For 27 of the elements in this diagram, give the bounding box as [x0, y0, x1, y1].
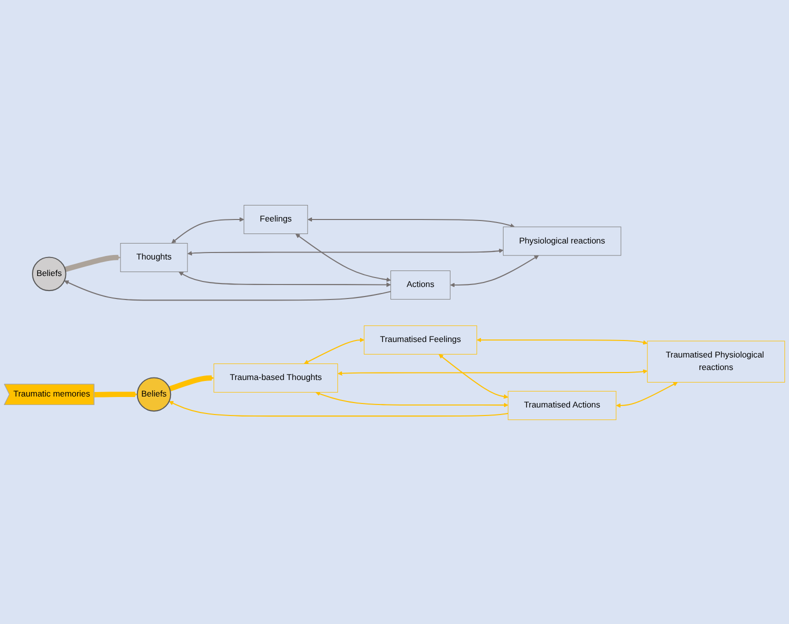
node-box: Physiological reactions [502, 226, 622, 256]
node-box: Traumatised Actions [508, 390, 616, 420]
arrow [178, 271, 391, 287]
node-box: Traumatised Physiological reactions [647, 340, 786, 382]
arrow [94, 391, 138, 397]
arrow [168, 400, 508, 416]
node-box: Trauma-based Thoughts [214, 363, 338, 392]
arrow [295, 233, 391, 282]
arrow [187, 248, 504, 256]
node-box: Feelings [244, 204, 308, 234]
arrow [338, 368, 648, 376]
node-circle: Beliefs [136, 376, 172, 412]
arrow [304, 337, 364, 364]
arrow [168, 374, 214, 391]
arrow [64, 280, 391, 300]
node-box: Thoughts [120, 242, 188, 272]
arrow [308, 216, 515, 228]
arrow [316, 391, 508, 407]
node-circle: Beliefs [32, 256, 66, 291]
arrow [450, 254, 539, 287]
arrow [476, 337, 648, 344]
node-box: Actions [390, 270, 450, 300]
arrow [438, 354, 508, 398]
arrow [171, 216, 244, 243]
arrow [64, 254, 121, 272]
arrow [616, 382, 678, 408]
node-box: Traumatised Feelings [364, 324, 478, 354]
